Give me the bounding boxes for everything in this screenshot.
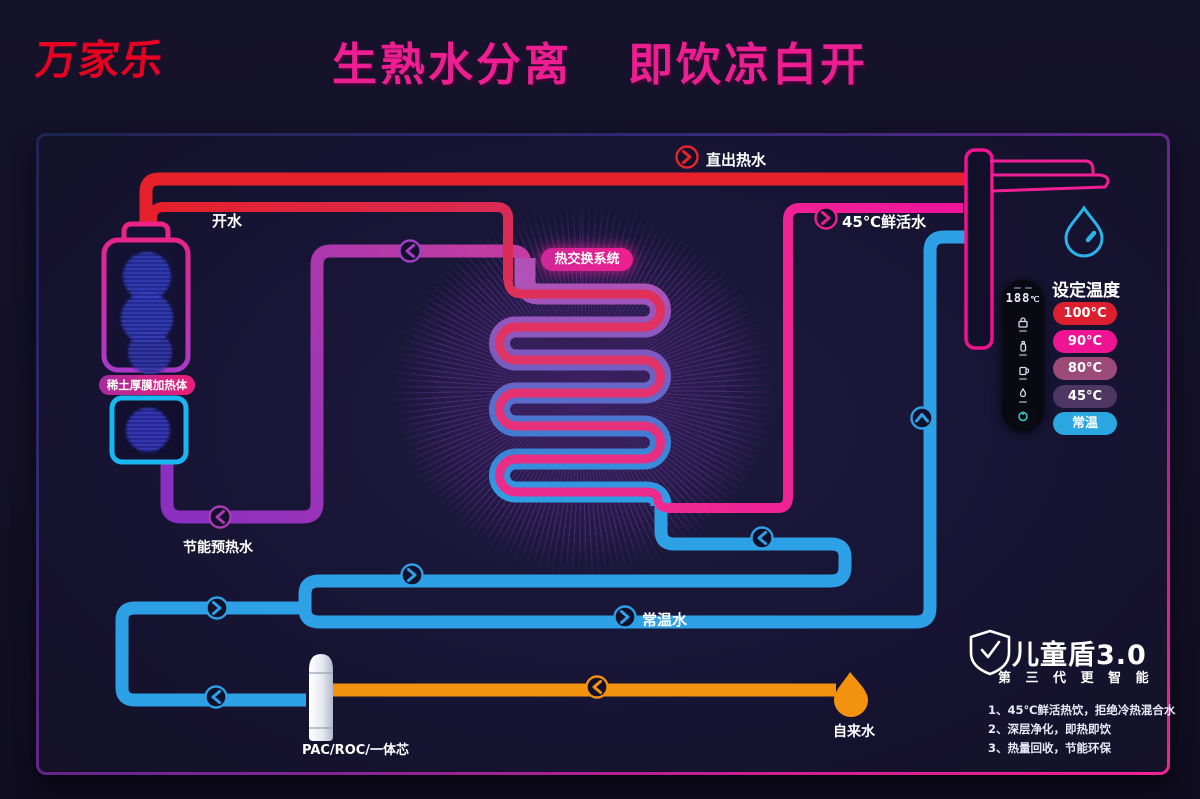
hot-water-pipe <box>139 172 970 280</box>
cup-icon <box>1019 366 1029 376</box>
temperature-display: 188℃ <box>1005 291 1041 305</box>
heater-device <box>101 221 191 374</box>
water-drop-icon <box>1064 205 1104 258</box>
temp-button-45[interactable]: 45°C <box>1053 385 1117 408</box>
preheater-device <box>109 395 189 465</box>
icon-caption <box>1019 330 1027 332</box>
icon-caption <box>1019 354 1027 356</box>
remote-control: 188℃ <box>1002 280 1044 432</box>
feature-item-2: 2、深层净化，即热即饮 <box>988 722 1112 736</box>
preheat-label: 节能预热水 <box>183 540 253 556</box>
heat-exchanger-coil <box>489 212 672 513</box>
feature-item-3: 3、热量回收，节能环保 <box>988 741 1112 755</box>
fresh45-pipe <box>668 203 963 513</box>
heat-exchanger-label: 热交换系统 <box>541 248 633 271</box>
heater-label: 稀土厚膜加热体 <box>99 375 195 395</box>
tap-water-label: 自来水 <box>833 724 875 740</box>
preheat-pipe <box>160 244 532 524</box>
page-title: 生熟水分离 即饮凉白开 <box>331 38 868 91</box>
baby-bottle-icon <box>1020 340 1027 352</box>
temp-button-90[interactable]: 90°C <box>1053 330 1117 353</box>
boiling-water-label: 开水 <box>212 212 243 230</box>
product-tagline: 第 三 代 更 智 能 <box>998 671 1154 686</box>
shield-icon <box>969 629 1011 676</box>
room-temp-label: 常温水 <box>642 611 688 629</box>
icon-caption <box>1019 401 1027 403</box>
set-temperature-heading: 设定温度 <box>1052 281 1120 301</box>
faucet <box>964 148 1110 350</box>
tap-water-drop-icon <box>834 672 868 717</box>
remote-tiny-text <box>1025 287 1032 289</box>
temp-button-80[interactable]: 80°C <box>1053 357 1117 380</box>
cold-water-pipe <box>115 230 967 707</box>
product-name: 儿童盾3.0 <box>1012 640 1147 671</box>
direct-hot-label: 直出热水 <box>706 151 767 169</box>
remote-tiny-text <box>1014 287 1021 289</box>
filter-cartridge <box>309 654 333 741</box>
flow-arrows <box>204 145 934 709</box>
filter-label: PAC/ROC/一体芯 <box>302 743 410 758</box>
temp-button-ambient[interactable]: 常温 <box>1053 412 1117 435</box>
temp-button-100[interactable]: 100°C <box>1053 302 1117 325</box>
feature-item-1: 1、45℃鲜活热饮，拒绝冷热混合水 <box>988 703 1176 717</box>
lock-icon <box>1018 317 1028 328</box>
filter-loop-pipe <box>115 601 306 707</box>
drop-icon <box>1019 387 1027 398</box>
fresh45-label: 45℃鲜活水 <box>842 213 927 231</box>
power-icon <box>1018 411 1028 422</box>
icon-caption <box>1019 378 1027 380</box>
